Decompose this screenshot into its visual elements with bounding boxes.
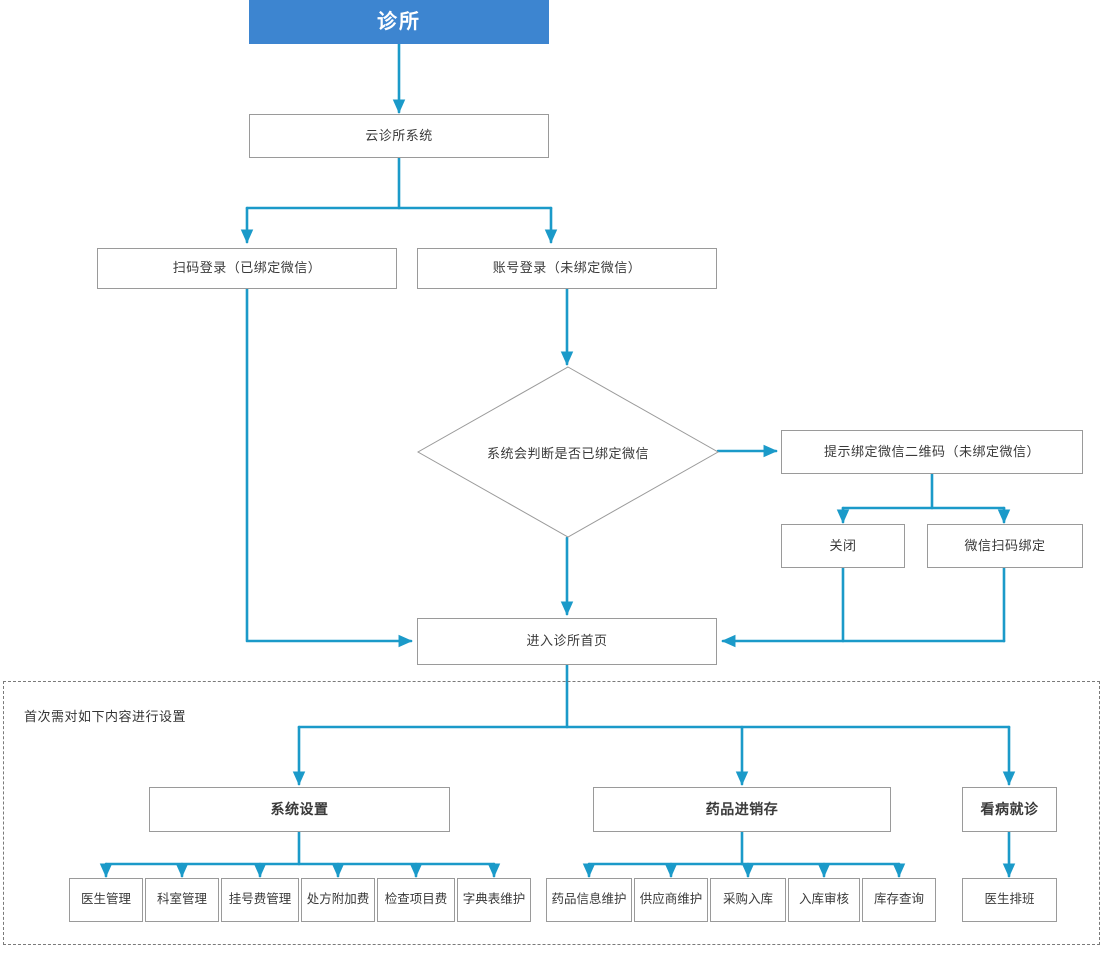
node-dictionary-maintenance-label: 字典表维护 (462, 892, 526, 907)
first-time-setup-group-label: 首次需对如下内容进行设置 (24, 709, 187, 724)
node-close-label: 关闭 (829, 537, 857, 553)
node-doctor-management[interactable]: 医生管理 (69, 878, 143, 922)
node-prescription-surcharge[interactable]: 处方附加费 (301, 878, 375, 922)
node-decision-label: 系统会判断是否已绑定微信 (486, 445, 649, 461)
node-drug-info-maintenance-label: 药品信息维护 (551, 892, 627, 907)
node-supplier-maintenance[interactable]: 供应商维护 (634, 878, 708, 922)
node-decision[interactable]: 系统会判断是否已绑定微信 (417, 366, 719, 538)
node-drug-inventory-label: 药品进销存 (705, 800, 779, 817)
node-home-label: 进入诊所首页 (526, 633, 608, 649)
node-inventory-query[interactable]: 库存查询 (862, 878, 936, 922)
node-bind-prompt-label: 提示绑定微信二维码（未绑定微信） (823, 443, 1040, 459)
node-inbound-review[interactable]: 入库审核 (788, 878, 860, 922)
node-cloud-system[interactable]: 云诊所系统 (249, 114, 549, 158)
node-title[interactable]: 诊所 (249, 0, 549, 44)
node-department-management[interactable]: 科室管理 (145, 878, 219, 922)
node-cloud-system-label: 云诊所系统 (365, 127, 433, 143)
node-account-login[interactable]: 账号登录（未绑定微信） (417, 248, 717, 289)
first-time-setup-group (3, 681, 1100, 945)
node-examination-item-fee[interactable]: 检查项目费 (377, 878, 455, 922)
node-bind-prompt[interactable]: 提示绑定微信二维码（未绑定微信） (781, 430, 1083, 474)
node-visit-label: 看病就诊 (980, 800, 1039, 817)
node-purchase-inbound[interactable]: 采购入库 (710, 878, 786, 922)
node-inbound-review-label: 入库审核 (798, 892, 849, 907)
node-registration-fee-management-label: 挂号费管理 (228, 892, 292, 907)
node-registration-fee-management[interactable]: 挂号费管理 (221, 878, 299, 922)
node-doctor-schedule[interactable]: 医生排班 (962, 878, 1057, 922)
node-drug-info-maintenance[interactable]: 药品信息维护 (546, 878, 632, 922)
node-scan-login[interactable]: 扫码登录（已绑定微信） (97, 248, 397, 289)
node-dictionary-maintenance[interactable]: 字典表维护 (457, 878, 531, 922)
node-system-settings-label: 系统设置 (270, 800, 329, 817)
node-wechat-bind-label: 微信扫码绑定 (964, 537, 1046, 553)
node-doctor-management-label: 医生管理 (80, 892, 131, 907)
node-visit[interactable]: 看病就诊 (962, 787, 1057, 832)
node-purchase-inbound-label: 采购入库 (722, 892, 773, 907)
node-scan-login-label: 扫码登录（已绑定微信） (172, 260, 322, 276)
node-department-management-label: 科室管理 (156, 892, 207, 907)
node-wechat-bind[interactable]: 微信扫码绑定 (927, 524, 1083, 568)
node-drug-inventory[interactable]: 药品进销存 (593, 787, 891, 832)
node-prescription-surcharge-label: 处方附加费 (306, 892, 370, 907)
node-supplier-maintenance-label: 供应商维护 (639, 892, 703, 907)
node-account-login-label: 账号登录（未绑定微信） (492, 260, 642, 276)
node-examination-item-fee-label: 检查项目费 (384, 892, 448, 907)
node-close[interactable]: 关闭 (781, 524, 905, 568)
node-title-label: 诊所 (377, 10, 421, 33)
node-home[interactable]: 进入诊所首页 (417, 618, 717, 665)
node-system-settings[interactable]: 系统设置 (149, 787, 450, 832)
node-inventory-query-label: 库存查询 (873, 892, 924, 907)
node-doctor-schedule-label: 医生排班 (984, 892, 1035, 907)
